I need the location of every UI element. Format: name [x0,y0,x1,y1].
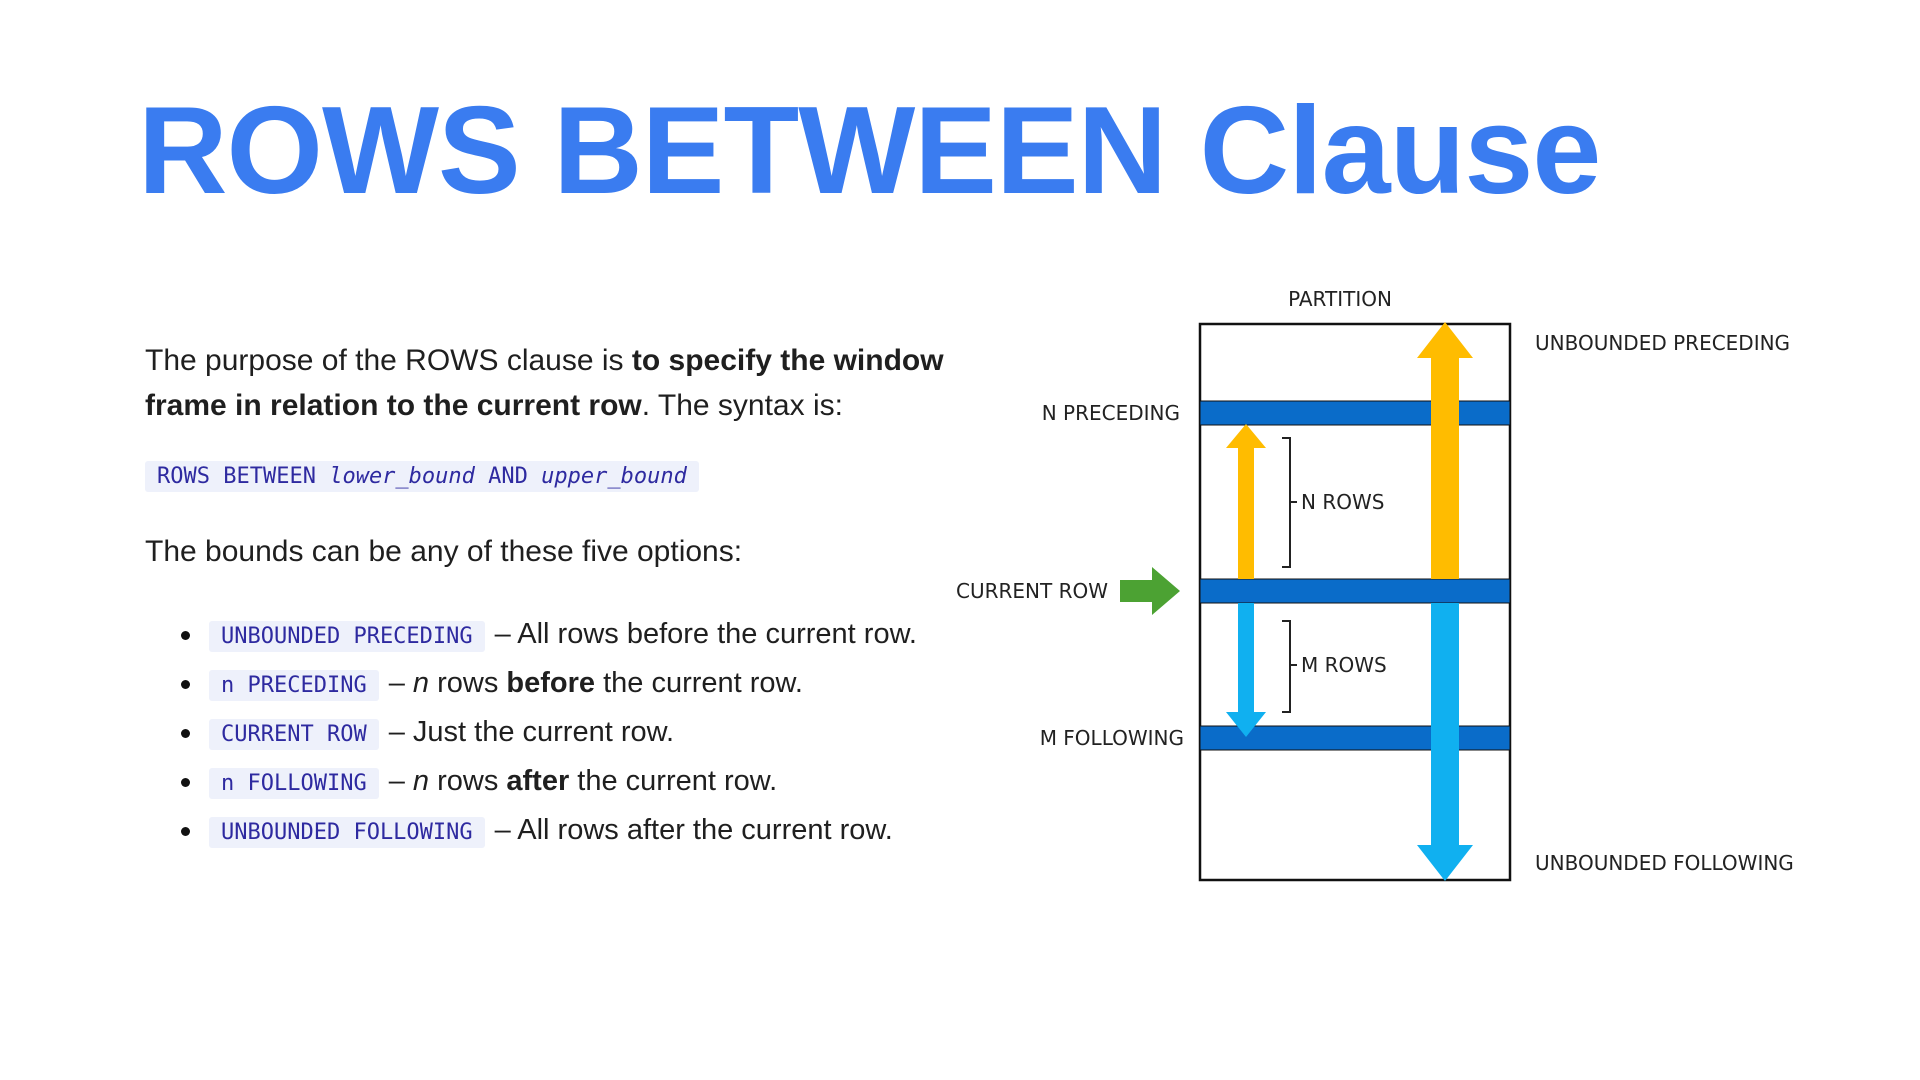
unbounded-following-label: UNBOUNDED FOLLOWING [1535,851,1794,875]
intro-post: . The syntax is: [641,389,843,422]
n-rows-arrow-icon [1226,424,1266,579]
window-frame-diagram: PARTITION UNBOUNDED PRECEDING N PRECEDIN… [956,287,1794,882]
current-row-band [1199,578,1511,604]
bounds-intro: The bounds can be any of these five opti… [145,535,743,568]
m-rows-bracket [1282,620,1297,713]
unbounded-preceding-label: UNBOUNDED PRECEDING [1535,331,1790,355]
list-item: CURRENT ROW– Just the current row. [145,708,917,757]
intro-bold: to specify the window frame in relation … [145,344,944,422]
list-item: UNBOUNDED PRECEDING– All rows before the… [145,610,917,659]
slide-title: ROWS BETWEEN Clause [138,82,1601,220]
syntax-code: ROWS BETWEEN lower_bound AND upper_bound [145,461,699,492]
syntax-kw2: AND [488,464,528,489]
option-code: n FOLLOWING [209,768,379,799]
n-rows-label: N ROWS [1301,490,1384,514]
n-preceding-band [1199,400,1511,426]
option-code: CURRENT ROW [209,719,379,750]
option-code: n PRECEDING [209,670,379,701]
intro-paragraph: The purpose of the ROWS clause is to spe… [145,338,965,428]
m-rows-label: M ROWS [1301,653,1387,677]
syntax-kw1: ROWS BETWEEN [157,464,316,489]
list-item: UNBOUNDED FOLLOWING– All rows after the … [145,806,917,855]
syntax-arg1: lower_bound [329,464,475,489]
n-rows-bracket [1282,437,1297,568]
current-row-arrow-icon [1120,567,1180,615]
option-code: UNBOUNDED PRECEDING [209,621,485,652]
intro-pre: The purpose of the ROWS clause is [145,344,632,377]
partition-label: PARTITION [1288,287,1392,311]
syntax-arg2: upper_bound [541,464,687,489]
unbounded-preceding-arrow-icon [1417,322,1473,579]
list-item: n FOLLOWING– n rows after the current ro… [145,757,917,806]
unbounded-following-arrow-icon [1417,603,1473,881]
current-row-label: CURRENT ROW [956,579,1108,603]
options-list: UNBOUNDED PRECEDING– All rows before the… [145,610,917,855]
m-following-label: M FOLLOWING [1040,726,1184,750]
list-item: n PRECEDING– n rows before the current r… [145,659,917,708]
option-code: UNBOUNDED FOLLOWING [209,817,485,848]
m-rows-arrow-icon [1226,603,1266,737]
n-preceding-label: N PRECEDING [1042,401,1180,425]
